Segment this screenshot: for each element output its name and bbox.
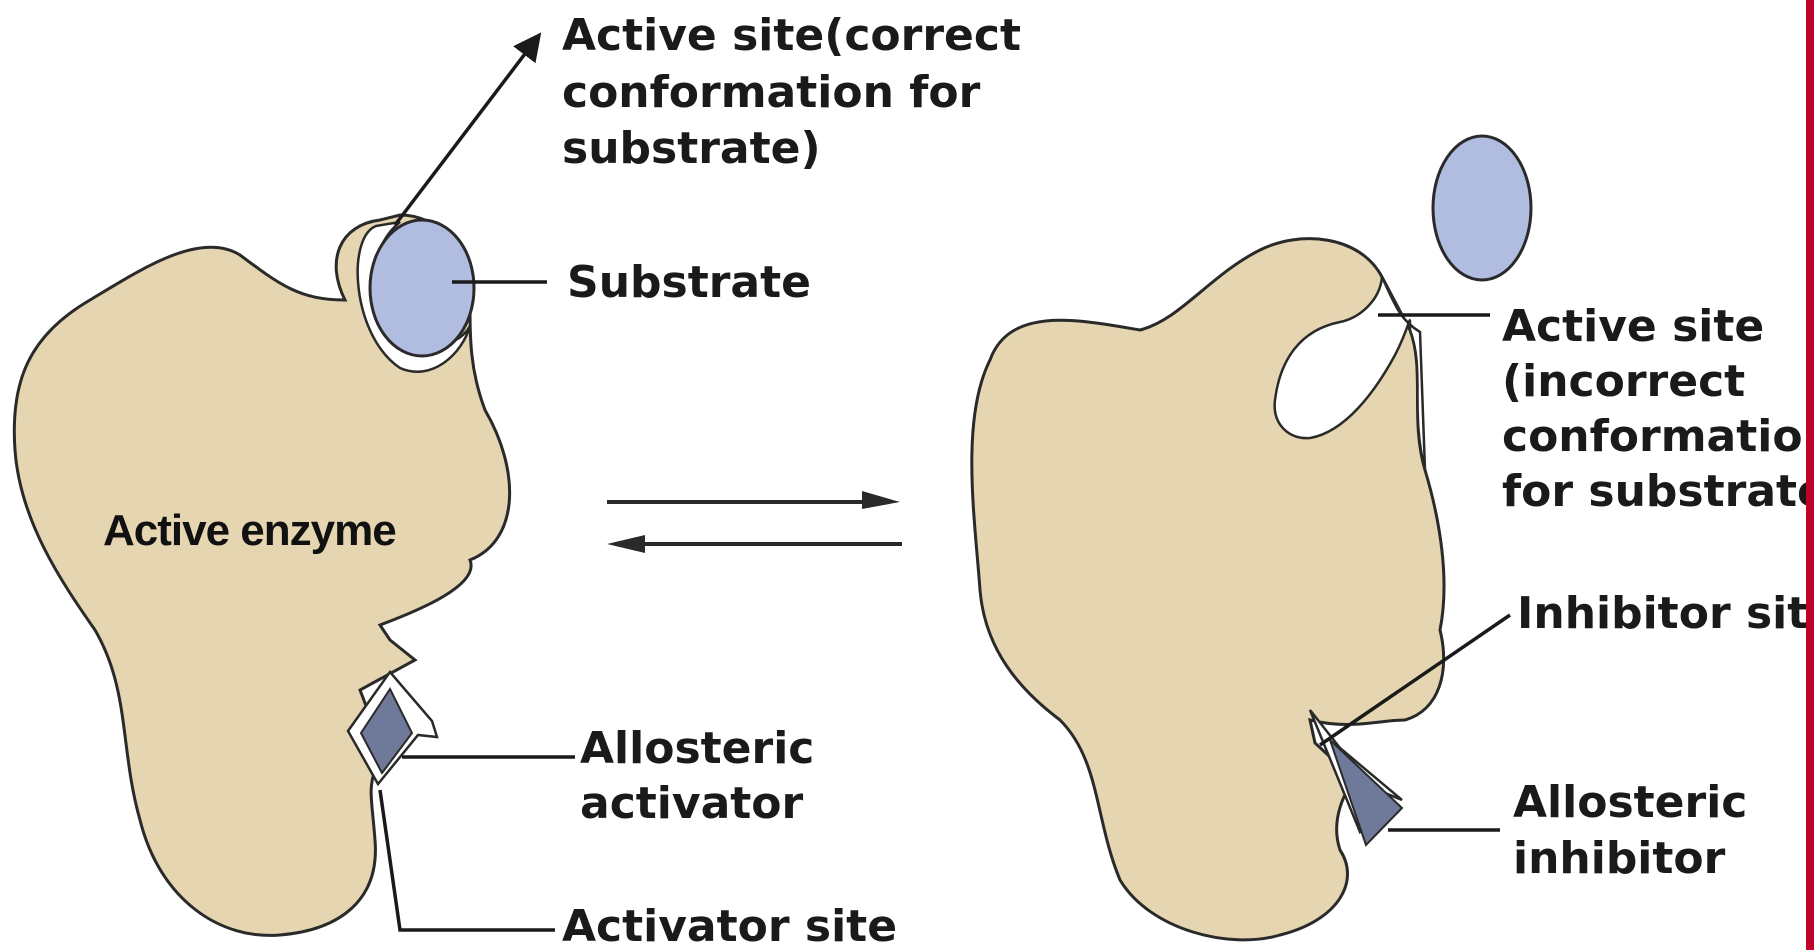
active-site-incorrect-label: Active site (incorrect conformation for …	[1502, 301, 1814, 517]
substrate-bound	[370, 220, 474, 356]
right-edge-bar	[1806, 0, 1814, 950]
allosteric-activator-label: Allosteric activator	[580, 723, 830, 829]
equilibrium-arrows	[607, 491, 902, 553]
active-enzyme-label: Active enzyme	[103, 506, 396, 555]
active-enzyme-group	[14, 215, 509, 935]
activator-site-label: Activator site	[562, 901, 897, 950]
inhibitor-site-label: Inhibitor site	[1517, 588, 1814, 639]
activator-site-leader	[380, 790, 555, 930]
active-site-correct-label: Active site(correct conformation for sub…	[562, 10, 1036, 174]
active-site-pointer-arrow	[395, 38, 537, 225]
substrate-free	[1433, 136, 1531, 280]
inactive-enzyme-group	[972, 136, 1531, 940]
substrate-label: Substrate	[567, 257, 811, 308]
allosteric-inhibitor-label: Allosteric inhibitor	[1513, 777, 1763, 884]
